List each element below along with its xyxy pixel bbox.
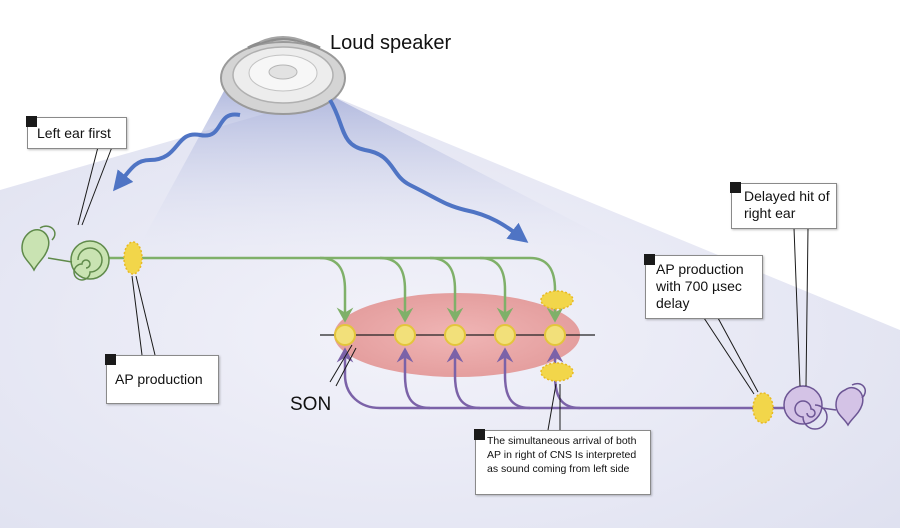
callout-ap-production-left: AP production — [105, 354, 219, 404]
callout-ap-left-text: AP production — [115, 371, 203, 387]
speaker-beam — [140, 80, 620, 245]
leader-arrival — [547, 383, 561, 431]
callout-left-ear-text: Left ear first — [37, 125, 111, 141]
leader-left-ear — [77, 146, 113, 226]
son-neurons — [334, 324, 566, 346]
callout-ap-right-text: AP production with 700 µsec delay — [656, 261, 744, 311]
callout-ap-production-right: AP production with 700 µsec delay — [644, 254, 763, 319]
ap-spike-left-ear — [123, 241, 143, 275]
callout-marker-icon — [105, 354, 116, 365]
sound-wave-left-arrow — [113, 112, 241, 192]
callout-marker-icon — [26, 116, 37, 127]
callout-right-ear-text: Delayed hit of right ear — [744, 188, 830, 221]
callout-marker-icon — [474, 429, 485, 440]
leader-ap-left — [131, 275, 156, 356]
neuron-5 — [544, 324, 566, 346]
callout-arrival-text: The simultaneous arrival of both AP in r… — [487, 435, 637, 475]
ap-spike-right-ear — [752, 392, 774, 424]
leader-son — [329, 344, 357, 387]
callout-marker-icon — [730, 182, 741, 193]
leader-ap-right — [703, 317, 759, 395]
callout-leaders — [77, 146, 809, 431]
neuron-1 — [334, 324, 356, 346]
sound-wave-right-arrow — [328, 98, 529, 243]
loud-speaker-label: Loud speaker — [330, 32, 452, 54]
leader-right-ear — [793, 227, 809, 387]
callout-left-ear-first: Left ear first — [26, 116, 127, 149]
left-ear-axon — [75, 256, 564, 323]
right-ear-axon — [336, 347, 790, 410]
left-ear-cochlea-icon — [21, 225, 110, 281]
callout-delayed-right-ear: Delayed hit of right ear — [730, 182, 837, 229]
loud-speaker-icon — [220, 36, 346, 115]
neuron-3 — [444, 324, 466, 346]
neuron-4 — [494, 324, 516, 346]
callout-marker-icon — [644, 254, 655, 265]
ap-spike-green-son — [540, 290, 574, 310]
ap-spike-purple-son — [540, 362, 574, 382]
ap-spikes — [123, 241, 774, 424]
right-ear-cochlea-icon — [783, 383, 866, 430]
callout-simultaneous-arrival: The simultaneous arrival of both AP in r… — [474, 429, 651, 495]
son-label: SON — [290, 394, 332, 415]
neuron-2 — [394, 324, 416, 346]
